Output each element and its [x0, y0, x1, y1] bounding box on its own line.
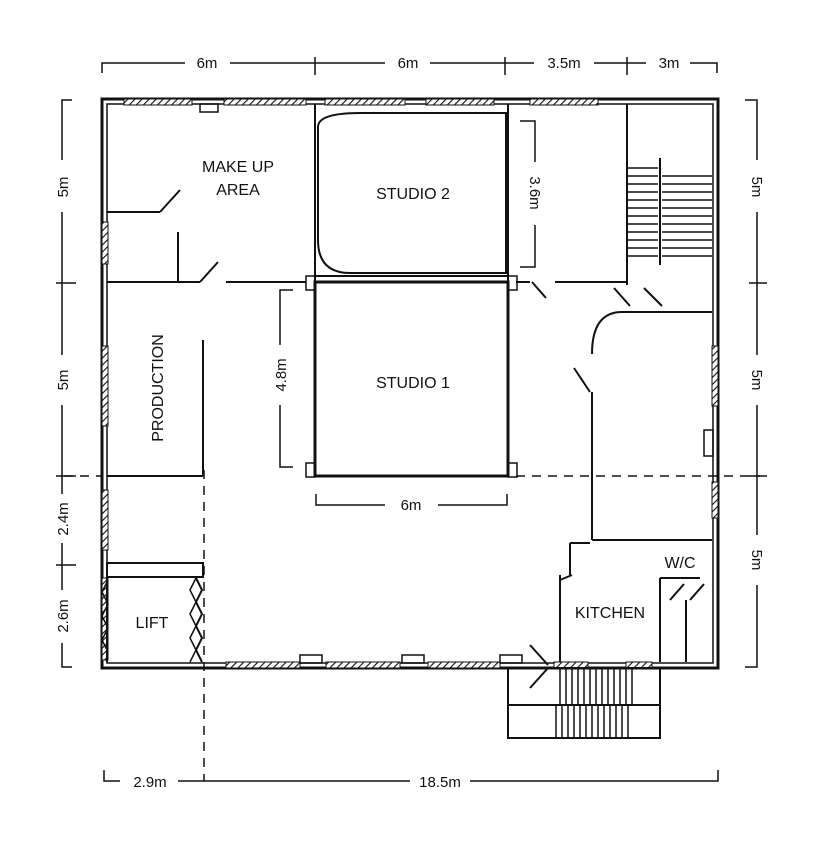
room-label-production: PRODUCTION	[150, 334, 167, 442]
left-dimension-lines	[56, 99, 76, 668]
room-label-wc: W/C	[664, 555, 695, 572]
dimension-left-b: 5m	[55, 370, 72, 391]
dimension-left-c: 2.4m	[55, 502, 72, 535]
studio2-height-dimension	[520, 120, 536, 268]
dimension-left-a: 5m	[55, 177, 72, 198]
interior-walls	[64, 104, 760, 689]
dimension-right-b: 5m	[748, 370, 765, 391]
room-label-kitchen: KITCHEN	[575, 605, 645, 622]
room-label-lift: LIFT	[136, 615, 169, 632]
room-label-studio1: STUDIO 1	[376, 375, 450, 392]
stairs-upper	[627, 158, 712, 265]
dimension-studio1-width: 6m	[401, 497, 422, 514]
room-label-make-up: MAKE UP	[202, 159, 274, 176]
dimension-right-a: 5m	[748, 177, 765, 198]
wall-notches	[199, 103, 714, 664]
dimension-left-d: 2.6m	[55, 599, 72, 632]
room-label-area: AREA	[216, 182, 260, 199]
studio1-room	[305, 275, 518, 478]
lift-shaft	[101, 577, 204, 663]
studio1-height-dimension	[279, 289, 293, 468]
dimension-top-a: 6m	[197, 55, 218, 72]
studio2-room	[316, 112, 508, 277]
bottom-dimension-lines	[103, 470, 719, 782]
dimension-studio2-height: 3.6m	[526, 176, 543, 209]
top-dimension-lines	[101, 57, 718, 75]
studio1-width-dimension	[315, 494, 508, 506]
dimension-top-c: 3.5m	[547, 55, 580, 72]
dimension-bottom-a: 2.9m	[133, 774, 166, 791]
room-label-studio2: STUDIO 2	[376, 186, 450, 203]
dimension-top-d: 3m	[659, 55, 680, 72]
windows	[101, 98, 719, 669]
stairs-entrance	[507, 667, 661, 739]
dimension-right-c: 5m	[748, 550, 765, 571]
dimension-top-b: 6m	[398, 55, 419, 72]
dimension-studio1-height: 4.8m	[273, 358, 290, 391]
dimension-bottom-b: 18.5m	[419, 774, 461, 791]
